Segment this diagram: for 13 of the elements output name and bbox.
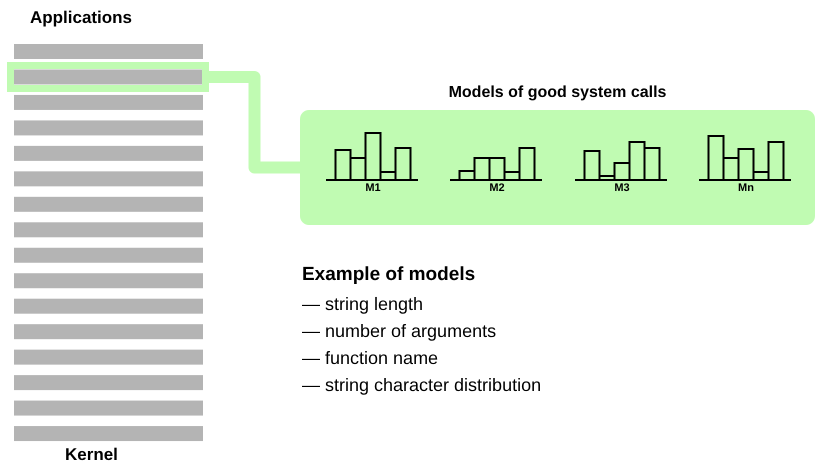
stack-heading: Applications — [30, 8, 132, 28]
highlight-box — [7, 62, 209, 92]
model-label: M2 — [488, 182, 506, 194]
list-item: — string character distribution — [302, 375, 542, 396]
list-item: — number of arguments — [302, 321, 496, 342]
model-label: Mn — [737, 182, 755, 194]
panel-heading: Models of good system calls — [448, 84, 668, 102]
model-label: M3 — [613, 182, 631, 194]
list-item: — string length — [302, 294, 424, 315]
model-label: M1 — [364, 182, 382, 194]
stack-footer: Kernel — [65, 445, 118, 465]
list-item: — function name — [302, 348, 438, 369]
list-heading: Example of models — [302, 264, 476, 286]
